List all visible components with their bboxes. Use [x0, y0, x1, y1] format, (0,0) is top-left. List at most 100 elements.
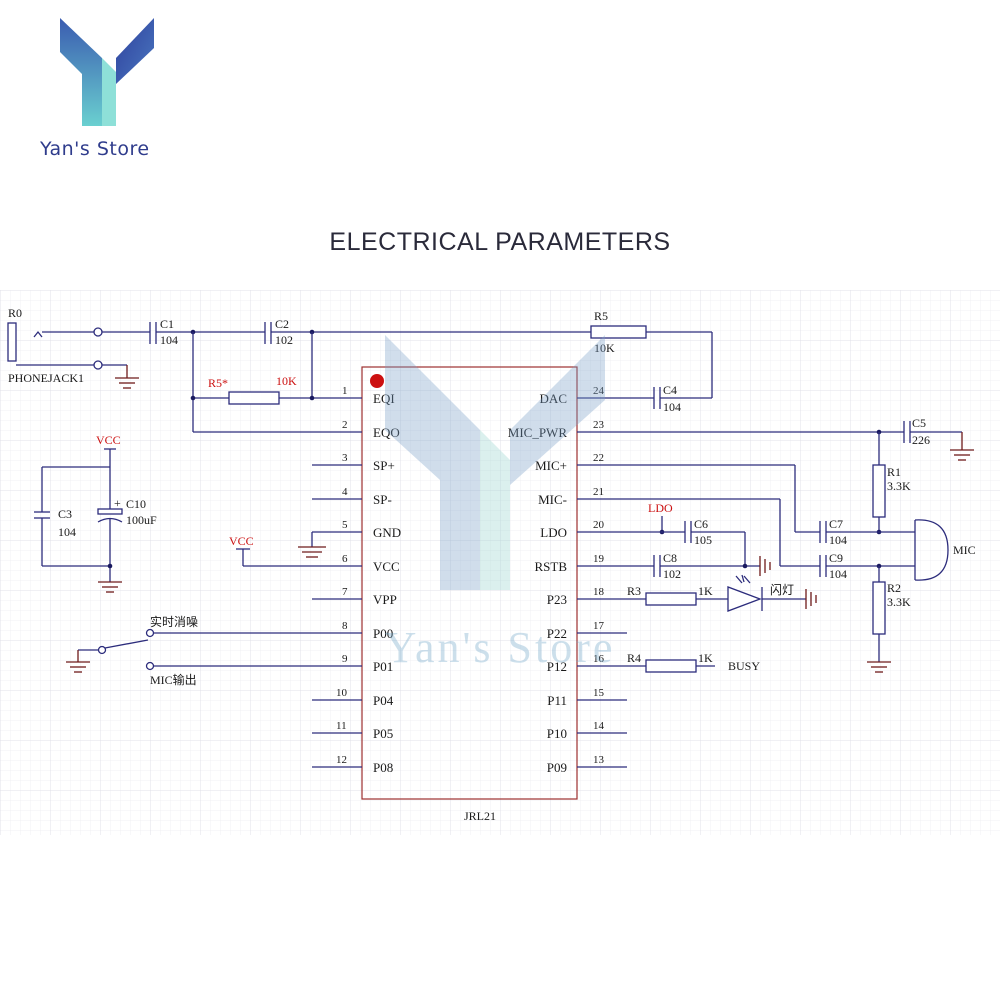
pin-label: P01 [373, 659, 393, 674]
pin-label: P22 [547, 626, 567, 641]
c3-name: C3 [58, 507, 72, 521]
mode-switch: 实时消噪 MIC输出 [66, 614, 312, 687]
pin-num: 17 [593, 620, 605, 632]
r0-label: R0 [8, 306, 22, 320]
mic-network: C5 226 R1 3.3K C7 104 C9 104 MIC [627, 416, 976, 673]
pin-label: LDO [540, 525, 567, 540]
c9-value: 104 [829, 567, 847, 581]
pin-num: 21 [593, 486, 604, 498]
pin-num: 10 [336, 687, 348, 699]
r4-resistor [645, 659, 697, 673]
pin-label: P05 [373, 726, 393, 741]
pin-num: 11 [336, 720, 347, 732]
r4-value: 1K [698, 651, 713, 665]
r1-value: 3.3K [887, 479, 911, 493]
r5-resistor [590, 325, 647, 339]
watermark: Yan's Store [385, 335, 616, 672]
r1-resistor [872, 464, 886, 518]
pin-label: P23 [547, 592, 567, 607]
c5-value: 226 [912, 433, 930, 447]
phonejack-body [7, 322, 17, 362]
pin-label: EQI [373, 391, 395, 406]
c8-value: 102 [663, 567, 681, 581]
mic-label: MIC [953, 543, 976, 557]
pin-num: 8 [342, 620, 348, 632]
c7-value: 104 [829, 533, 847, 547]
r3-resistor [645, 592, 697, 606]
c10-plus: + [114, 496, 121, 510]
pin-label: RSTB [534, 559, 567, 574]
c10-name: C10 [126, 497, 146, 511]
c6-name: C6 [694, 517, 708, 531]
left-pins: 1 2 3 4 5 6 7 8 9 10 11 12 EQI EQO SP+ S… [312, 385, 401, 775]
pin-label: P11 [547, 693, 567, 708]
pin-num: 6 [342, 553, 348, 565]
brand-name: Yan's Store [40, 138, 150, 160]
c7-name: C7 [829, 517, 843, 531]
pin-label: VCC [373, 559, 400, 574]
r2-value: 3.3K [887, 595, 911, 609]
phonejack-label: PHONEJACK1 [8, 371, 84, 385]
pin-label: DAC [540, 391, 567, 406]
switch-bottom-label: MIC输出 [150, 672, 197, 687]
pin-label: EQO [373, 425, 400, 440]
pin-label: P10 [547, 726, 567, 741]
pin-label: MIC+ [535, 458, 567, 473]
pin-num: 13 [593, 754, 605, 766]
pin-num: 19 [593, 553, 605, 565]
pin-label: P09 [547, 760, 567, 775]
pin-num: 1 [342, 385, 348, 397]
c2-name: C2 [275, 317, 289, 331]
c10-value: 100uF [126, 513, 157, 527]
pin-label: P08 [373, 760, 393, 775]
c9-name: C9 [829, 551, 843, 565]
r5star-resistor [228, 391, 280, 405]
c1-name: C1 [160, 317, 174, 331]
power-network: VCC C3 104 + C10 100uF VCC [34, 433, 326, 593]
pin-num: 7 [342, 586, 348, 598]
pin-label: GND [373, 525, 401, 540]
pin-label: VPP [373, 592, 397, 607]
ldo-network: LDO C6 105 C8 102 R3 1K [627, 501, 817, 673]
pin-num: 15 [593, 687, 605, 699]
watermark-text: Yan's Store [385, 623, 616, 672]
c3-value: 104 [58, 525, 76, 539]
vcc-mid-label: VCC [229, 534, 254, 548]
mic-icon [914, 519, 949, 581]
r2-name: R2 [887, 581, 901, 595]
r4-name: R4 [627, 651, 641, 665]
pin-num: 14 [593, 720, 605, 732]
pin-label: SP- [373, 492, 392, 507]
pin-num: 3 [342, 452, 348, 464]
pin-label: P00 [373, 626, 393, 641]
phonejack-network: R0 PHONEJACK1 C1 104 C2 102 [7, 306, 713, 433]
chip-body [361, 366, 578, 800]
r3-value: 1K [698, 584, 713, 598]
pin-num: 5 [342, 519, 348, 531]
pin-num: 16 [593, 653, 605, 665]
r5star-name: R5* [208, 376, 228, 390]
pin-num: 24 [593, 385, 605, 397]
r5star-value: 10K [276, 374, 297, 388]
page-title: ELECTRICAL PARAMETERS [329, 228, 671, 256]
r2-resistor [872, 581, 886, 635]
pin-num: 20 [593, 519, 605, 531]
r5-value: 10K [594, 341, 615, 355]
led-icon [727, 586, 762, 612]
circuit-schematic: JRL21 1 2 3 4 5 6 7 8 9 10 11 12 EQI EQO… [0, 290, 1000, 835]
pin-label: P04 [373, 693, 394, 708]
pin-num: 22 [593, 452, 604, 464]
pin-num: 12 [336, 754, 347, 766]
pin-num: 4 [342, 486, 348, 498]
r3-name: R3 [627, 584, 641, 598]
c2-value: 102 [275, 333, 293, 347]
r5-name: R5 [594, 309, 608, 323]
pin-label: MIC- [538, 492, 567, 507]
c4-name: C4 [663, 383, 677, 397]
ldo-label: LDO [648, 501, 673, 515]
pin-label: SP+ [373, 458, 395, 473]
c5-name: C5 [912, 416, 926, 430]
right-pins: 24 23 22 21 20 19 18 17 16 15 14 13 DAC … [508, 385, 627, 775]
switch-top-label: 实时消噪 [150, 614, 198, 629]
c1-value: 104 [160, 333, 178, 347]
